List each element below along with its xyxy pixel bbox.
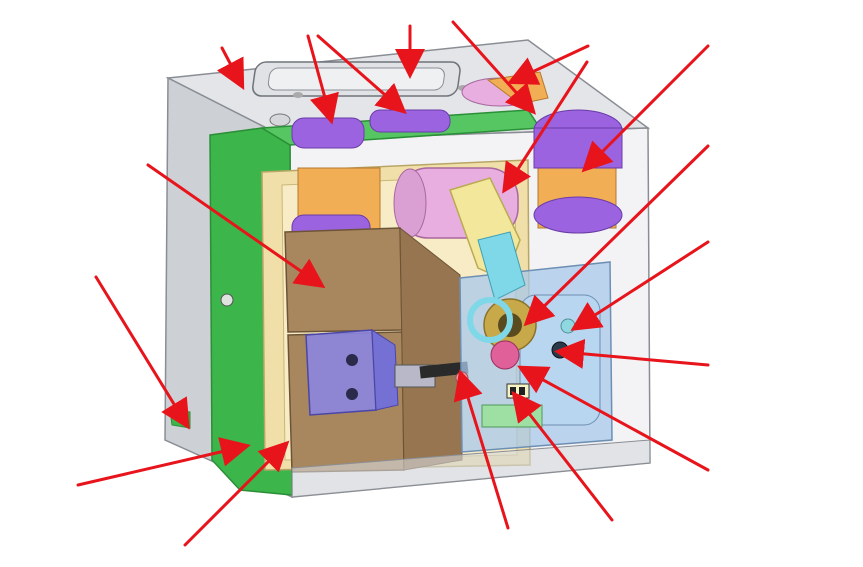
coils (291, 71, 623, 246)
brown-blocks (284, 226, 463, 473)
panel-hole-upper (560, 318, 576, 334)
cyan-ring (467, 297, 513, 343)
terminal-pin-1 (510, 387, 516, 395)
green-pcb (481, 404, 543, 428)
pink-drum-end (393, 168, 427, 238)
magenta-knob (490, 340, 520, 370)
panel-hole-lower (551, 341, 569, 359)
cyan-mount (477, 231, 526, 301)
callout-arrow-16 (76, 437, 251, 487)
violet-switch-knob-top (346, 354, 358, 366)
callout-arrow-5 (451, 20, 537, 115)
top-screw-1 (269, 113, 291, 127)
callout-arrow-15 (94, 275, 190, 430)
callout-arrow-10 (570, 240, 710, 331)
terminal-pin-2 (519, 387, 525, 395)
callout-arrow-12 (517, 365, 710, 472)
violet-switch-body (305, 329, 377, 416)
callout-arrow-13 (511, 390, 614, 522)
callout-arrow-11 (554, 338, 710, 369)
drum-assembly (393, 167, 521, 282)
callout-arrow-9 (523, 144, 710, 327)
callout-arrows (76, 20, 710, 547)
violet-switch-side (371, 329, 399, 411)
violet-switch-knob-bottom (346, 388, 358, 400)
callout-arrow-2 (306, 34, 339, 125)
callout-arrow-14 (453, 369, 510, 530)
callout-arrow-17 (183, 440, 290, 547)
callout-arrow-7 (502, 60, 589, 194)
coil-mid-purple (369, 109, 451, 133)
coil-left-purple-top (291, 117, 365, 149)
callout-arrow-3 (316, 34, 407, 114)
coil-right-purple-bottom (533, 196, 623, 234)
top-screw-2 (293, 92, 303, 98)
side-bolt (220, 293, 234, 307)
callout-arrow-6 (506, 44, 590, 85)
callout-arrow-8 (581, 44, 710, 173)
brown-block-upper (284, 227, 403, 333)
callout-arrow-1 (216, 46, 245, 90)
coil-right-purple-body (533, 127, 623, 169)
callout-arrow-18 (146, 163, 326, 289)
